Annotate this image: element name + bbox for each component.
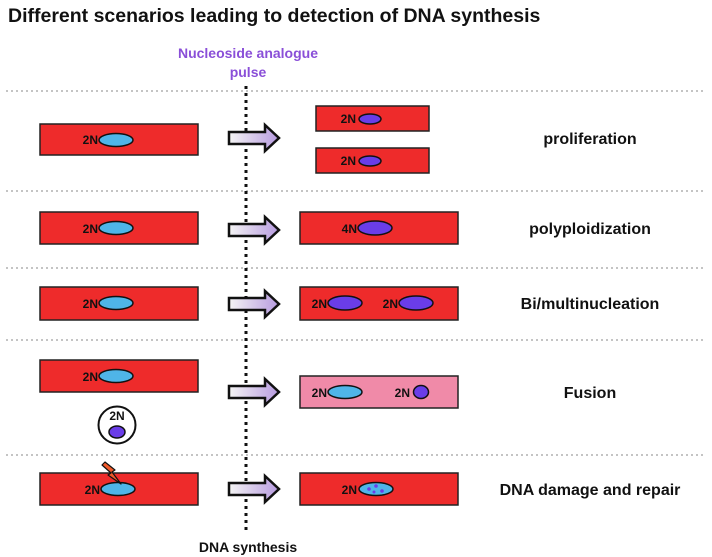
scenario-proliferation: 2N 2N 2N proliferation	[39, 105, 637, 174]
scenario-label: proliferation	[543, 131, 636, 148]
diagram-title: Different scenarios leading to detection…	[8, 5, 541, 27]
scenario-label: Bi/multinucleation	[521, 296, 660, 313]
labeled-focus	[367, 487, 371, 491]
right-block-arrow-icon	[227, 377, 281, 407]
nucleus-labeled	[412, 384, 430, 400]
pulse-label-line2: pulse	[230, 64, 267, 80]
nucleus-unlabeled	[98, 220, 134, 236]
ploidy-label: 2N	[395, 386, 410, 400]
lightning-bolt-icon	[101, 461, 122, 485]
nucleus-labeled	[398, 295, 434, 311]
scenario-dna-damage-and-repair: 2N 2N DNA damage and repair	[39, 461, 681, 506]
small-cell	[97, 405, 137, 445]
scenario-label: Fusion	[564, 385, 616, 402]
labeled-foci	[367, 484, 384, 494]
scenario-fusion: 2N 2N 2N 2N Fusion	[39, 359, 616, 445]
row-separators	[6, 90, 706, 456]
pulse-label-line1: Nucleoside analogue	[178, 45, 318, 61]
ploidy-label: 2N	[342, 483, 357, 497]
ploidy-label: 2N	[383, 297, 398, 311]
nucleus-labeled	[108, 425, 126, 439]
labeled-focus	[380, 489, 384, 493]
nucleus-labeled	[358, 113, 382, 125]
nucleus-unlabeled	[98, 132, 134, 148]
nucleus-labeled	[357, 220, 393, 236]
ploidy-label: 2N	[312, 386, 327, 400]
scenario-bi-multinucleation: 2N 2N 2N Bi/multinucleation	[39, 286, 660, 321]
nucleus-unlabeled	[100, 481, 136, 497]
scenario-label: DNA damage and repair	[500, 482, 681, 499]
nucleus-labeled	[327, 295, 363, 311]
right-block-arrow-icon	[227, 123, 281, 153]
ploidy-label: 4N	[342, 222, 357, 236]
right-block-arrow-icon	[227, 289, 281, 319]
nucleus-labeled	[358, 155, 382, 167]
ploidy-label: 2N	[83, 222, 98, 236]
scenario-polyploidization: 2N 4N polyploidization	[39, 211, 651, 245]
ploidy-label: 2N	[109, 409, 124, 423]
labeled-focus	[374, 484, 378, 488]
ploidy-label: 2N	[341, 112, 356, 126]
ploidy-label: 2N	[83, 370, 98, 384]
ploidy-label: 2N	[83, 133, 98, 147]
ploidy-label: 2N	[312, 297, 327, 311]
right-block-arrow-icon	[227, 215, 281, 245]
nucleus-unlabeled	[98, 295, 134, 311]
nucleus-unlabeled	[98, 368, 134, 384]
fused-cell	[299, 375, 459, 409]
ploidy-label: 2N	[341, 154, 356, 168]
labeled-focus	[372, 490, 376, 494]
scenario-label: polyploidization	[529, 221, 651, 238]
cell-after	[299, 211, 459, 245]
dna-synthesis-label: DNA synthesis	[199, 539, 298, 555]
nucleus-unlabeled	[327, 384, 363, 400]
right-block-arrow-icon	[227, 474, 281, 504]
nucleus-unlabeled	[358, 481, 394, 497]
ploidy-label: 2N	[85, 483, 100, 497]
ploidy-label: 2N	[83, 297, 98, 311]
